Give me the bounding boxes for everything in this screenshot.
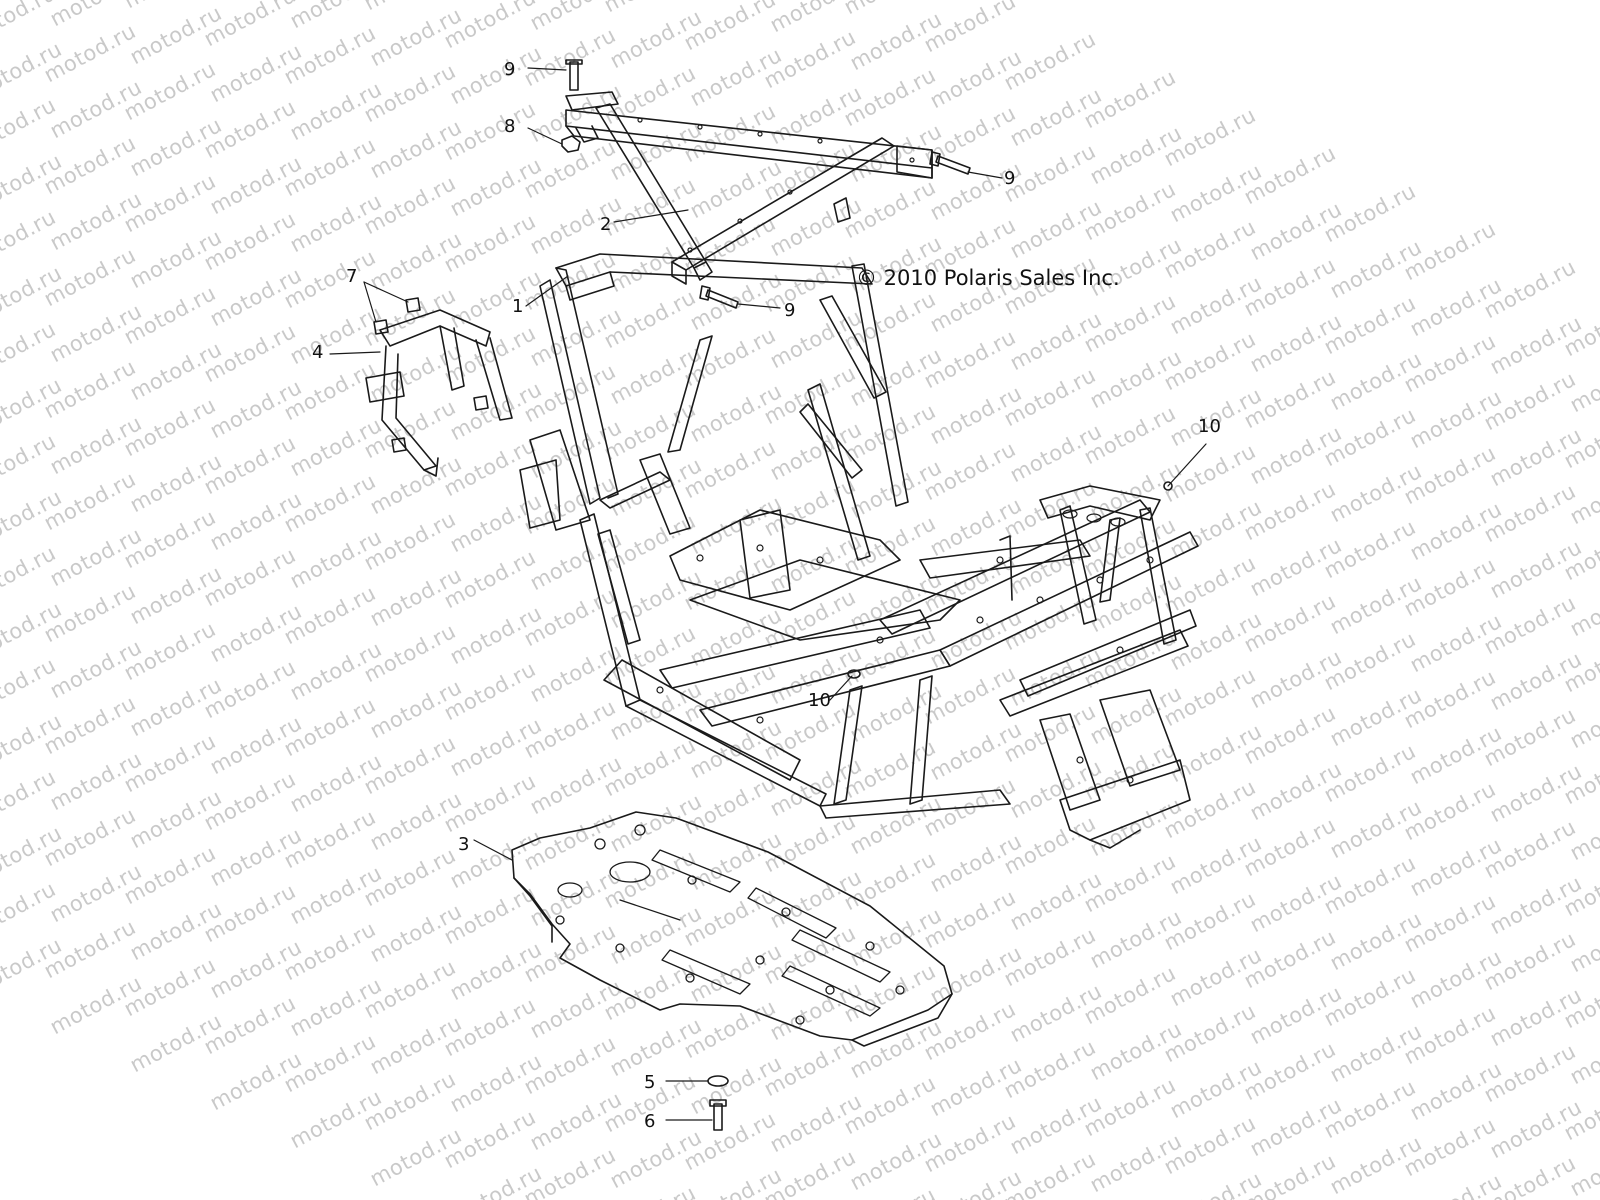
- callout-10-right: 10: [1198, 416, 1221, 437]
- callout-9-lower: 9: [784, 300, 795, 321]
- leader-lines: [329, 67, 1207, 1121]
- callout-labels: 9 8 9 2 9 7 1 4 10 10 3 5 6: [312, 59, 1221, 1132]
- part-2-upper-brace: [565, 91, 933, 285]
- callout-7: 7: [346, 266, 357, 287]
- part-1-main-frame: [519, 253, 1199, 849]
- callout-3: 3: [458, 834, 469, 855]
- part-5-washer: [707, 1075, 729, 1087]
- callout-4: 4: [312, 342, 323, 363]
- callout-9-top: 9: [504, 59, 515, 80]
- copyright-notice: © 2010 Polaris Sales Inc.: [856, 266, 1120, 290]
- part-8-nut: [561, 135, 581, 153]
- part-3-skid-plate: [511, 811, 953, 1047]
- callout-5: 5: [644, 1072, 655, 1093]
- part-9-bolt-lower: [699, 285, 739, 309]
- callout-6: 6: [644, 1111, 655, 1132]
- callout-10-mid: 10: [808, 690, 831, 711]
- part-9-bolt-top: [565, 59, 583, 91]
- part-10-plugs: [847, 481, 1173, 679]
- part-6-screw: [709, 1099, 727, 1131]
- callout-1: 1: [512, 296, 523, 317]
- callout-9-right: 9: [1004, 168, 1015, 189]
- callout-8: 8: [504, 116, 515, 137]
- part-9-bolt-right: [929, 151, 971, 175]
- part-4-front-bracket: [365, 309, 513, 477]
- part-7-bolts: [373, 297, 489, 453]
- callout-2: 2: [600, 214, 611, 235]
